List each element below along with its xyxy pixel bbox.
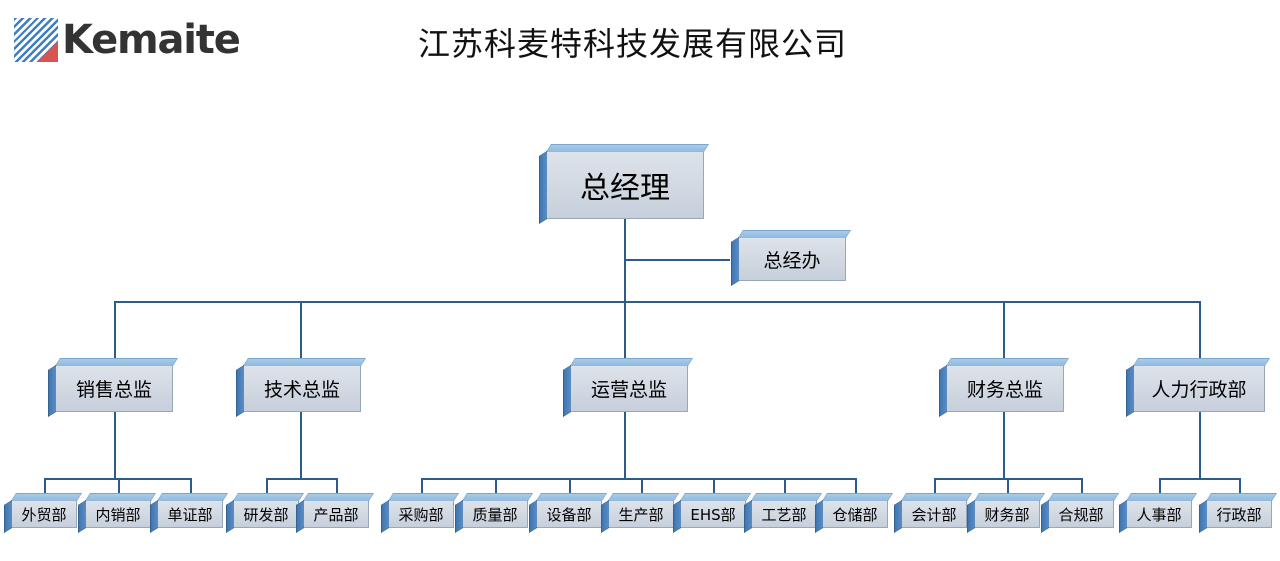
org-node-label: 外贸部 bbox=[21, 505, 67, 524]
org-node-ehs-dept[interactable]: EHS部 bbox=[680, 500, 746, 528]
logo-red-triangle-icon bbox=[37, 41, 58, 62]
connector-sales-drop-2 bbox=[118, 478, 120, 500]
org-node-personnel-dept[interactable]: 人事部 bbox=[1126, 500, 1192, 528]
connector-ops-drop-4 bbox=[641, 478, 643, 500]
connector-finance-drop-2 bbox=[1007, 478, 1009, 500]
org-node-label: 财务部 bbox=[984, 505, 1030, 524]
org-node-domestic-sales-dept[interactable]: 内销部 bbox=[85, 500, 151, 528]
org-node-administration-dept[interactable]: 行政部 bbox=[1206, 500, 1272, 528]
org-node-finance-director[interactable]: 财务总监 bbox=[946, 365, 1064, 412]
connector-drop-ops bbox=[624, 301, 626, 365]
org-node-label: 研发部 bbox=[243, 505, 289, 524]
brand-name: Kemaite bbox=[62, 17, 241, 63]
org-node-label: 生产部 bbox=[618, 505, 664, 524]
org-node-label: 技术总监 bbox=[263, 379, 340, 401]
connector-tech-stem bbox=[300, 412, 302, 478]
org-node-rnd-dept[interactable]: 研发部 bbox=[233, 500, 299, 528]
connector-drop-hr bbox=[1199, 301, 1201, 365]
org-node-label: 合规部 bbox=[1058, 505, 1104, 524]
org-node-label: 总经办 bbox=[763, 249, 821, 272]
org-node-label: 总经理 bbox=[580, 171, 670, 206]
org-node-general-manager[interactable]: 总经理 bbox=[546, 151, 704, 219]
org-node-label: 人事部 bbox=[1136, 505, 1182, 524]
org-node-finance-dept[interactable]: 财务部 bbox=[974, 500, 1040, 528]
org-node-label: 财务总监 bbox=[966, 379, 1043, 401]
connector-sales-stem bbox=[114, 412, 116, 478]
brand-logo: Kemaite bbox=[14, 17, 241, 63]
connector-gm-to-gm-office bbox=[624, 259, 730, 261]
connector-drop-sales bbox=[114, 301, 116, 365]
connector-finance-stem bbox=[1003, 412, 1005, 478]
org-node-warehouse-dept[interactable]: 仓储部 bbox=[822, 500, 888, 528]
org-node-process-engineering-dept[interactable]: 工艺部 bbox=[751, 500, 817, 528]
org-node-label: 行政部 bbox=[1216, 505, 1262, 524]
connector-drop-finance bbox=[1003, 301, 1005, 365]
connector-ops-drop-2 bbox=[495, 478, 497, 500]
connector-ops-bus bbox=[421, 478, 855, 480]
org-node-equipment-dept[interactable]: 设备部 bbox=[536, 500, 602, 528]
org-node-label: 质量部 bbox=[472, 505, 518, 524]
org-node-operations-director[interactable]: 运营总监 bbox=[570, 365, 688, 412]
org-node-hr-admin-dept[interactable]: 人力行政部 bbox=[1133, 365, 1265, 412]
connector-ops-drop-5 bbox=[713, 478, 715, 500]
connector-ops-stem bbox=[624, 412, 626, 478]
org-node-accounting-dept[interactable]: 会计部 bbox=[901, 500, 967, 528]
connector-sales-drop-1 bbox=[44, 478, 46, 500]
connector-hr-drop-2 bbox=[1239, 478, 1241, 500]
connector-finance-drop-3 bbox=[1081, 478, 1083, 500]
org-node-label: 产品部 bbox=[313, 505, 359, 524]
org-node-gm-office[interactable]: 总经办 bbox=[738, 237, 846, 281]
org-node-label: 单证部 bbox=[167, 505, 213, 524]
connector-hr-stem bbox=[1199, 412, 1201, 478]
connector-gm-trunk bbox=[624, 219, 626, 303]
page-header: Kemaite 江苏科麦特科技发展有限公司 bbox=[0, 0, 1280, 90]
org-node-documentation-dept[interactable]: 单证部 bbox=[157, 500, 223, 528]
connector-hr-bus bbox=[1159, 478, 1239, 480]
connector-ops-drop-1 bbox=[421, 478, 423, 500]
org-node-label: 内销部 bbox=[95, 505, 141, 524]
org-node-product-dept[interactable]: 产品部 bbox=[303, 500, 369, 528]
connector-ops-drop-7 bbox=[855, 478, 857, 500]
org-node-label: 人力行政部 bbox=[1151, 379, 1247, 401]
connector-main-bus bbox=[114, 301, 1201, 303]
org-node-label: 设备部 bbox=[546, 505, 592, 524]
org-node-foreign-trade-dept[interactable]: 外贸部 bbox=[11, 500, 77, 528]
page-title: 江苏科麦特科技发展有限公司 bbox=[418, 25, 848, 63]
kemaite-striped-square-logo bbox=[14, 18, 58, 62]
org-node-label: 仓储部 bbox=[832, 505, 878, 524]
org-node-label: 运营总监 bbox=[590, 379, 667, 401]
connector-ops-drop-3 bbox=[569, 478, 571, 500]
org-node-purchasing-dept[interactable]: 采购部 bbox=[388, 500, 454, 528]
org-node-label: 会计部 bbox=[911, 505, 957, 524]
connector-tech-drop-1 bbox=[266, 478, 268, 500]
connector-hr-drop-1 bbox=[1159, 478, 1161, 500]
org-node-label: 销售总监 bbox=[75, 379, 152, 401]
org-node-compliance-dept[interactable]: 合规部 bbox=[1048, 500, 1114, 528]
org-node-label: 工艺部 bbox=[761, 505, 807, 524]
connector-finance-drop-1 bbox=[934, 478, 936, 500]
org-node-label: EHS部 bbox=[690, 505, 736, 524]
connector-ops-drop-6 bbox=[784, 478, 786, 500]
connector-sales-drop-3 bbox=[190, 478, 192, 500]
org-node-label: 采购部 bbox=[398, 505, 444, 524]
org-node-production-dept[interactable]: 生产部 bbox=[608, 500, 674, 528]
connector-drop-tech bbox=[300, 301, 302, 365]
org-node-sales-director[interactable]: 销售总监 bbox=[55, 365, 173, 412]
connector-tech-drop-2 bbox=[336, 478, 338, 500]
connector-tech-bus bbox=[266, 478, 338, 480]
org-node-technical-director[interactable]: 技术总监 bbox=[243, 365, 361, 412]
org-node-quality-dept[interactable]: 质量部 bbox=[462, 500, 528, 528]
